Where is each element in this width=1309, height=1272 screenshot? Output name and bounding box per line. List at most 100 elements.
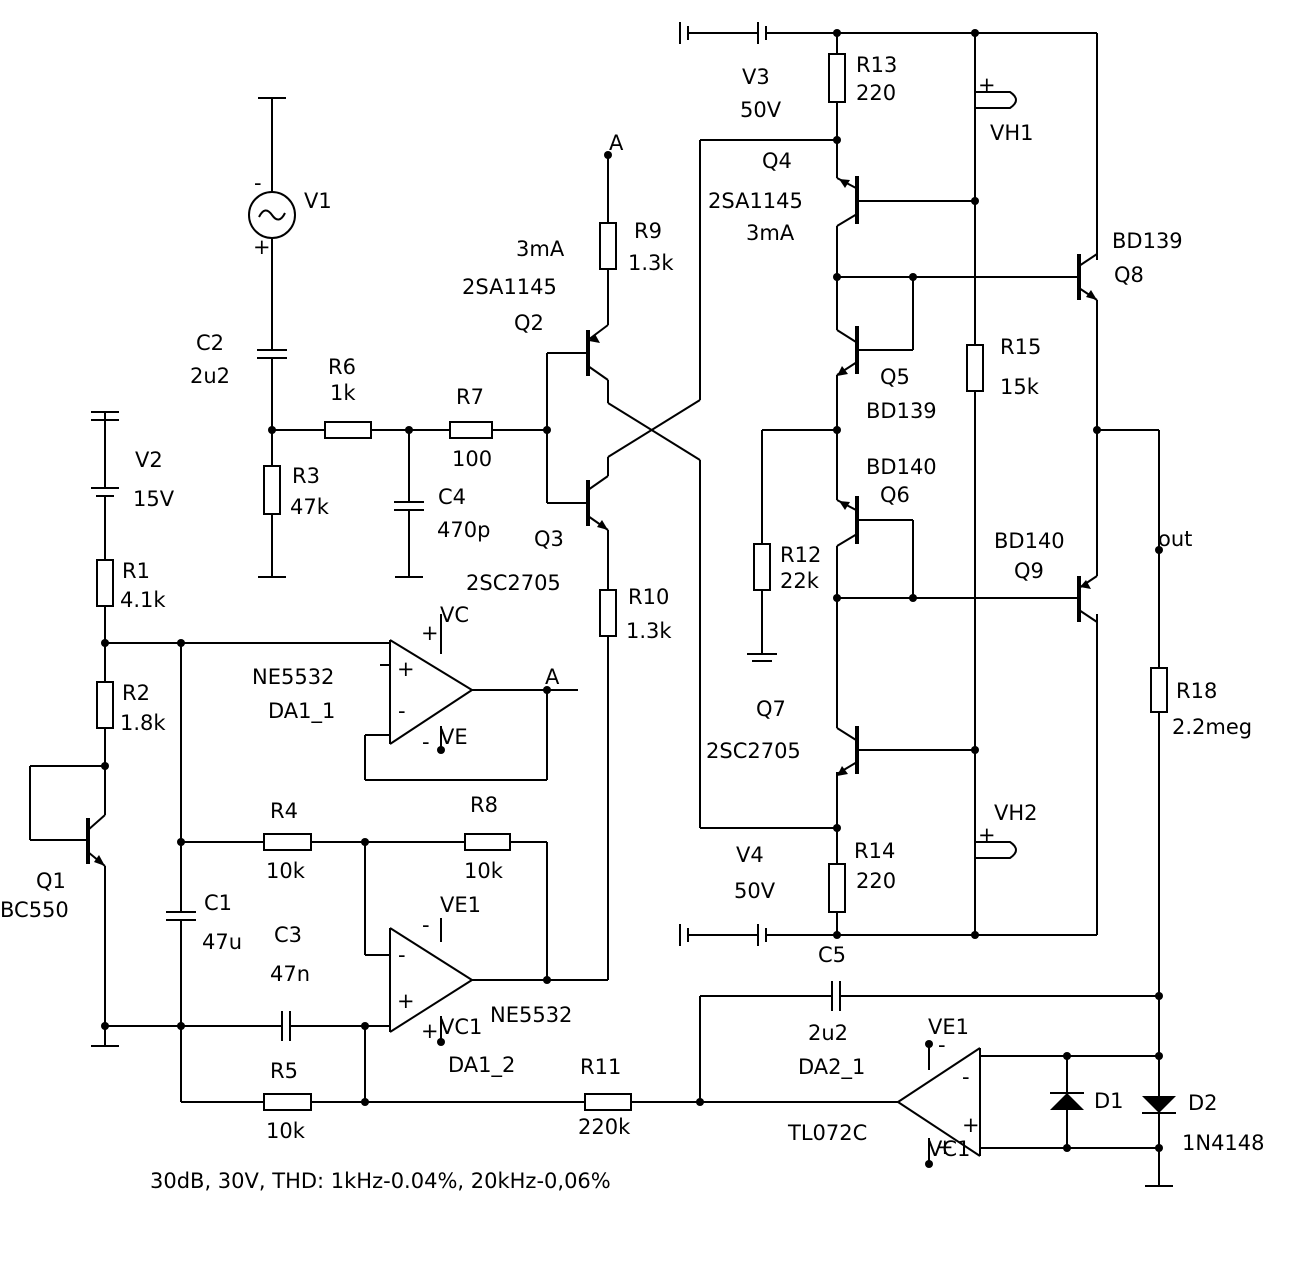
net-out-label: out — [1158, 527, 1192, 551]
r9-value: 1.3k — [628, 251, 674, 275]
q4-current: 3mA — [746, 221, 795, 245]
r4-resistor: R4 10k — [181, 799, 465, 883]
r1-value: 4.1k — [120, 588, 166, 612]
c3-label: C3 — [274, 923, 302, 947]
r15-resistor: R15 15k — [966, 33, 1041, 935]
vh1-label: VH1 — [990, 121, 1034, 145]
r12-label: R12 — [780, 543, 821, 567]
da1-2-plus-supply: + — [421, 1019, 439, 1043]
r5-resistor: R5 10k — [181, 1026, 585, 1143]
da1-1-opamp: + - + - VC VE A NE5532 DA1_1 — [105, 603, 578, 781]
r8-resistor: R8 10k — [464, 793, 548, 980]
v2-source: V2 15V — [91, 411, 175, 560]
da1-2-label: DA1_2 — [448, 1053, 515, 1078]
net-vc-label: VC — [440, 603, 469, 627]
v4-value: 50V — [734, 879, 776, 903]
r2-resistor: R2 1.8k — [96, 681, 166, 815]
da1-2-minus-input: - — [398, 943, 406, 967]
da2-1-part: TL072C — [787, 1121, 867, 1145]
r3-label: R3 — [292, 464, 320, 488]
r13-resistor: R13 220 — [828, 33, 897, 178]
r8-label: R8 — [470, 793, 498, 817]
q2-part: 2SA1145 — [462, 275, 557, 299]
da1-2-minus-supply: - — [422, 913, 430, 937]
q6-transistor: BD140 Q6 — [836, 455, 937, 728]
da1-1-label: DA1_1 — [268, 699, 335, 724]
v1-plus-sign: + — [253, 235, 271, 259]
v2-label: V2 — [135, 448, 163, 472]
r2-value: 1.8k — [120, 711, 166, 735]
da2-1-minus-input: - — [962, 1065, 970, 1089]
q6-label: Q6 — [880, 483, 910, 507]
c2-label: C2 — [196, 331, 224, 355]
net-ve-label: VE — [440, 725, 468, 749]
q9-transistor: BD140 Q9 — [837, 529, 1098, 623]
r10-resistor: R10 1.3k — [599, 585, 672, 980]
d2-label: D2 — [1188, 1091, 1218, 1115]
r13-value: 220 — [856, 81, 896, 105]
q9-label: Q9 — [1014, 559, 1044, 583]
v3-source: V3 50V — [679, 22, 1098, 260]
d1-diode: D1 — [1050, 1056, 1124, 1148]
r14-resistor: R14 220 — [828, 772, 896, 935]
r2-label: R2 — [122, 681, 150, 705]
d2-diode: D2 1N4148 — [1142, 1091, 1265, 1155]
c5-label: C5 — [818, 943, 846, 967]
q3-transistor: Q3 2SC2705 — [466, 399, 701, 595]
r18-label: R18 — [1176, 679, 1217, 703]
r9-resistor: A R9 1.3k — [599, 131, 674, 325]
q7-part: 2SC2705 — [706, 739, 801, 763]
vh1-plus-sign: + — [978, 73, 996, 97]
c2-value: 2u2 — [190, 364, 230, 388]
r6-label: R6 — [328, 355, 356, 379]
v4-source: V4 50V — [679, 614, 1098, 946]
net-a-input-label: A — [609, 131, 624, 155]
q4-label: Q4 — [762, 149, 792, 173]
r6-r7-input-chain: R6 1k R7 100 — [272, 355, 547, 471]
q8-transistor: BD139 Q8 — [837, 229, 1183, 576]
r8-value: 10k — [464, 859, 504, 883]
r11-resistor: R11 220k — [578, 1055, 898, 1139]
q3-label: Q3 — [534, 527, 564, 551]
q8-part: BD139 — [1112, 229, 1183, 253]
q3-part: 2SC2705 — [466, 571, 561, 595]
r18-value: 2.2meg — [1172, 715, 1252, 739]
r6-value: 1k — [330, 381, 356, 405]
net-ve1-label-da2-1: VE1 — [928, 1015, 969, 1039]
da1-1-part: NE5532 — [252, 665, 334, 689]
da2-1-label: DA2_1 — [798, 1055, 865, 1080]
c3-capacitor: C3 47n — [105, 923, 365, 1041]
r15-value: 15k — [1000, 375, 1040, 399]
da1-1-plus-input: + — [397, 657, 415, 681]
da1-1-minus-input: - — [398, 699, 406, 723]
r15-label: R15 — [1000, 335, 1041, 359]
q7-transistor: Q7 2SC2705 — [706, 697, 975, 776]
net-ve1-label-da1-2: VE1 — [440, 893, 481, 917]
q2-label: Q2 — [514, 311, 544, 335]
q7-label: Q7 — [756, 697, 786, 721]
c3-value: 47n — [270, 962, 310, 986]
v4-label: V4 — [736, 843, 764, 867]
da1-1-minus-supply: - — [422, 730, 430, 754]
vh2-label: VH2 — [994, 801, 1038, 825]
r5-value: 10k — [266, 1119, 306, 1143]
cross-coupling-wires — [699, 139, 837, 829]
r14-label: R14 — [854, 839, 895, 863]
q4-part: 2SA1145 — [708, 189, 803, 213]
r11-value: 220k — [578, 1115, 631, 1139]
q5-part: BD139 — [866, 399, 937, 423]
vh1-meter: + VH1 — [975, 73, 1034, 145]
v3-label: V3 — [742, 65, 770, 89]
output-node: out — [1097, 429, 1192, 668]
r12-value: 22k — [780, 569, 820, 593]
r1-label: R1 — [122, 559, 150, 583]
v1-minus-sign: - — [254, 171, 262, 195]
r3-resistor: R3 47k — [258, 430, 330, 578]
c4-capacitor: C4 470p — [394, 430, 490, 578]
r12-resistor: R12 22k — [747, 429, 837, 662]
v3-value: 50V — [740, 98, 782, 122]
r4-value: 10k — [266, 859, 306, 883]
q1-transistor: Q1 BC550 — [0, 765, 106, 1026]
c4-value: 470p — [437, 518, 490, 542]
